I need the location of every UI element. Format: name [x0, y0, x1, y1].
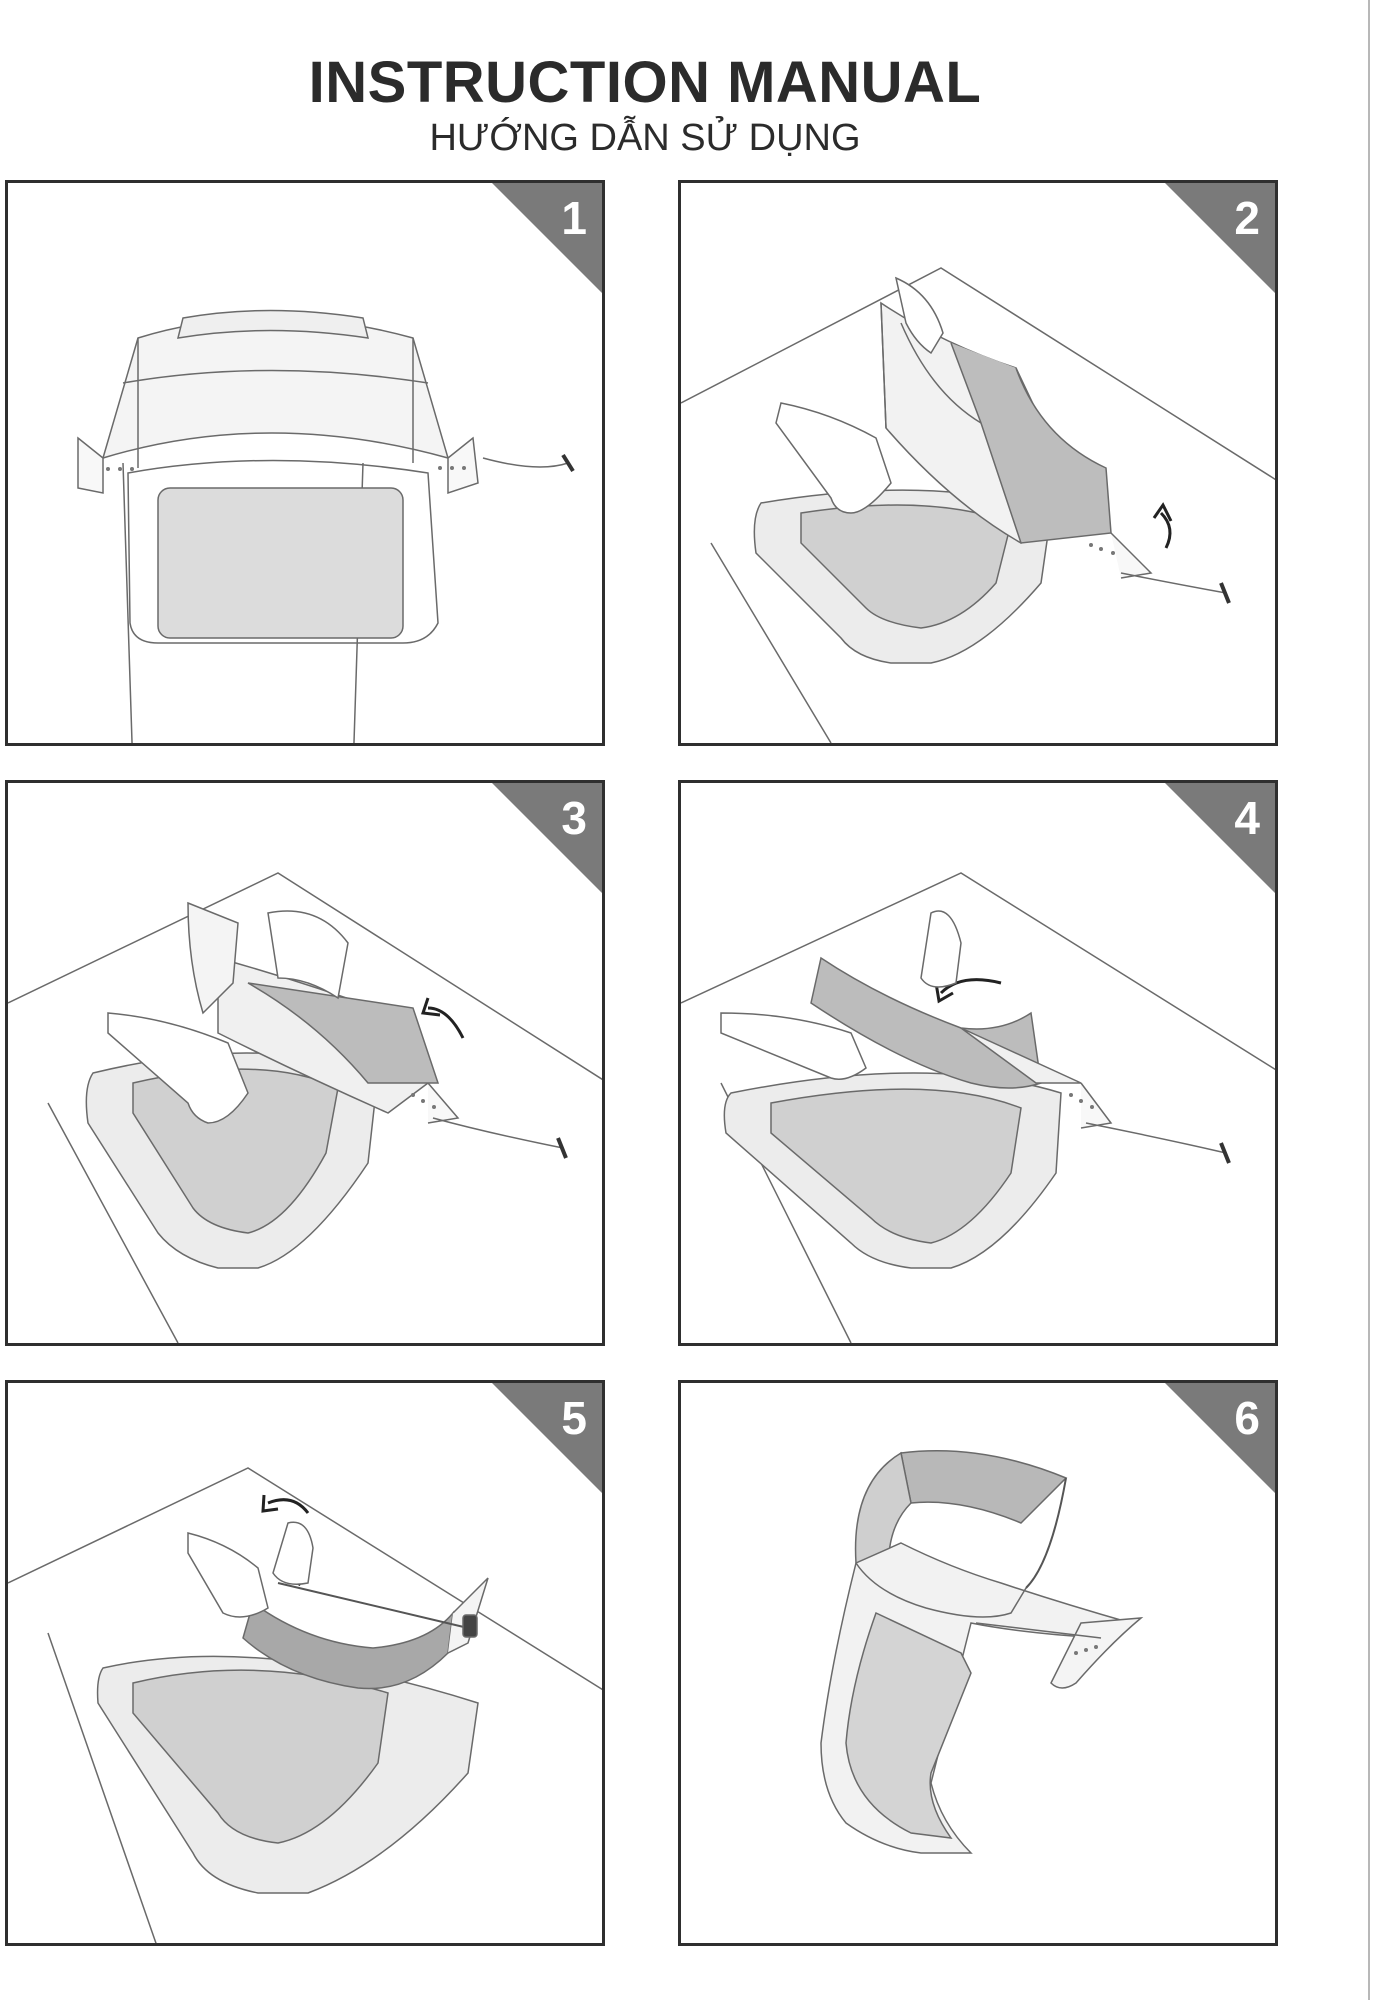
page-title: INSTRUCTION MANUAL [0, 50, 1290, 116]
page-subtitle: HƯỚNG DẪN SỬ DỤNG [0, 116, 1290, 160]
step-2-number: 2 [1234, 190, 1260, 246]
step-6-number: 6 [1234, 1390, 1260, 1446]
step-2-badge: 2 [1164, 182, 1276, 294]
step-panel-2: 2 [678, 180, 1278, 746]
step-panel-5: 5 [5, 1380, 605, 1946]
step-6-badge: 6 [1164, 1382, 1276, 1494]
step-1-number: 1 [561, 190, 587, 246]
step-panel-1: 1 [5, 180, 605, 746]
step-5-badge: 5 [491, 1382, 603, 1494]
step-1-badge: 1 [491, 182, 603, 294]
step-panel-4: 4 [678, 780, 1278, 1346]
step-4-badge: 4 [1164, 782, 1276, 894]
step-5-number: 5 [561, 1390, 587, 1446]
page-edge-line [1368, 0, 1370, 2000]
page-header: INSTRUCTION MANUAL HƯỚNG DẪN SỬ DỤNG [0, 50, 1290, 160]
step-3-badge: 3 [491, 782, 603, 894]
step-panel-3: 3 [5, 780, 605, 1346]
step-3-number: 3 [561, 790, 587, 846]
step-4-number: 4 [1234, 790, 1260, 846]
step-panel-6: 6 [678, 1380, 1278, 1946]
